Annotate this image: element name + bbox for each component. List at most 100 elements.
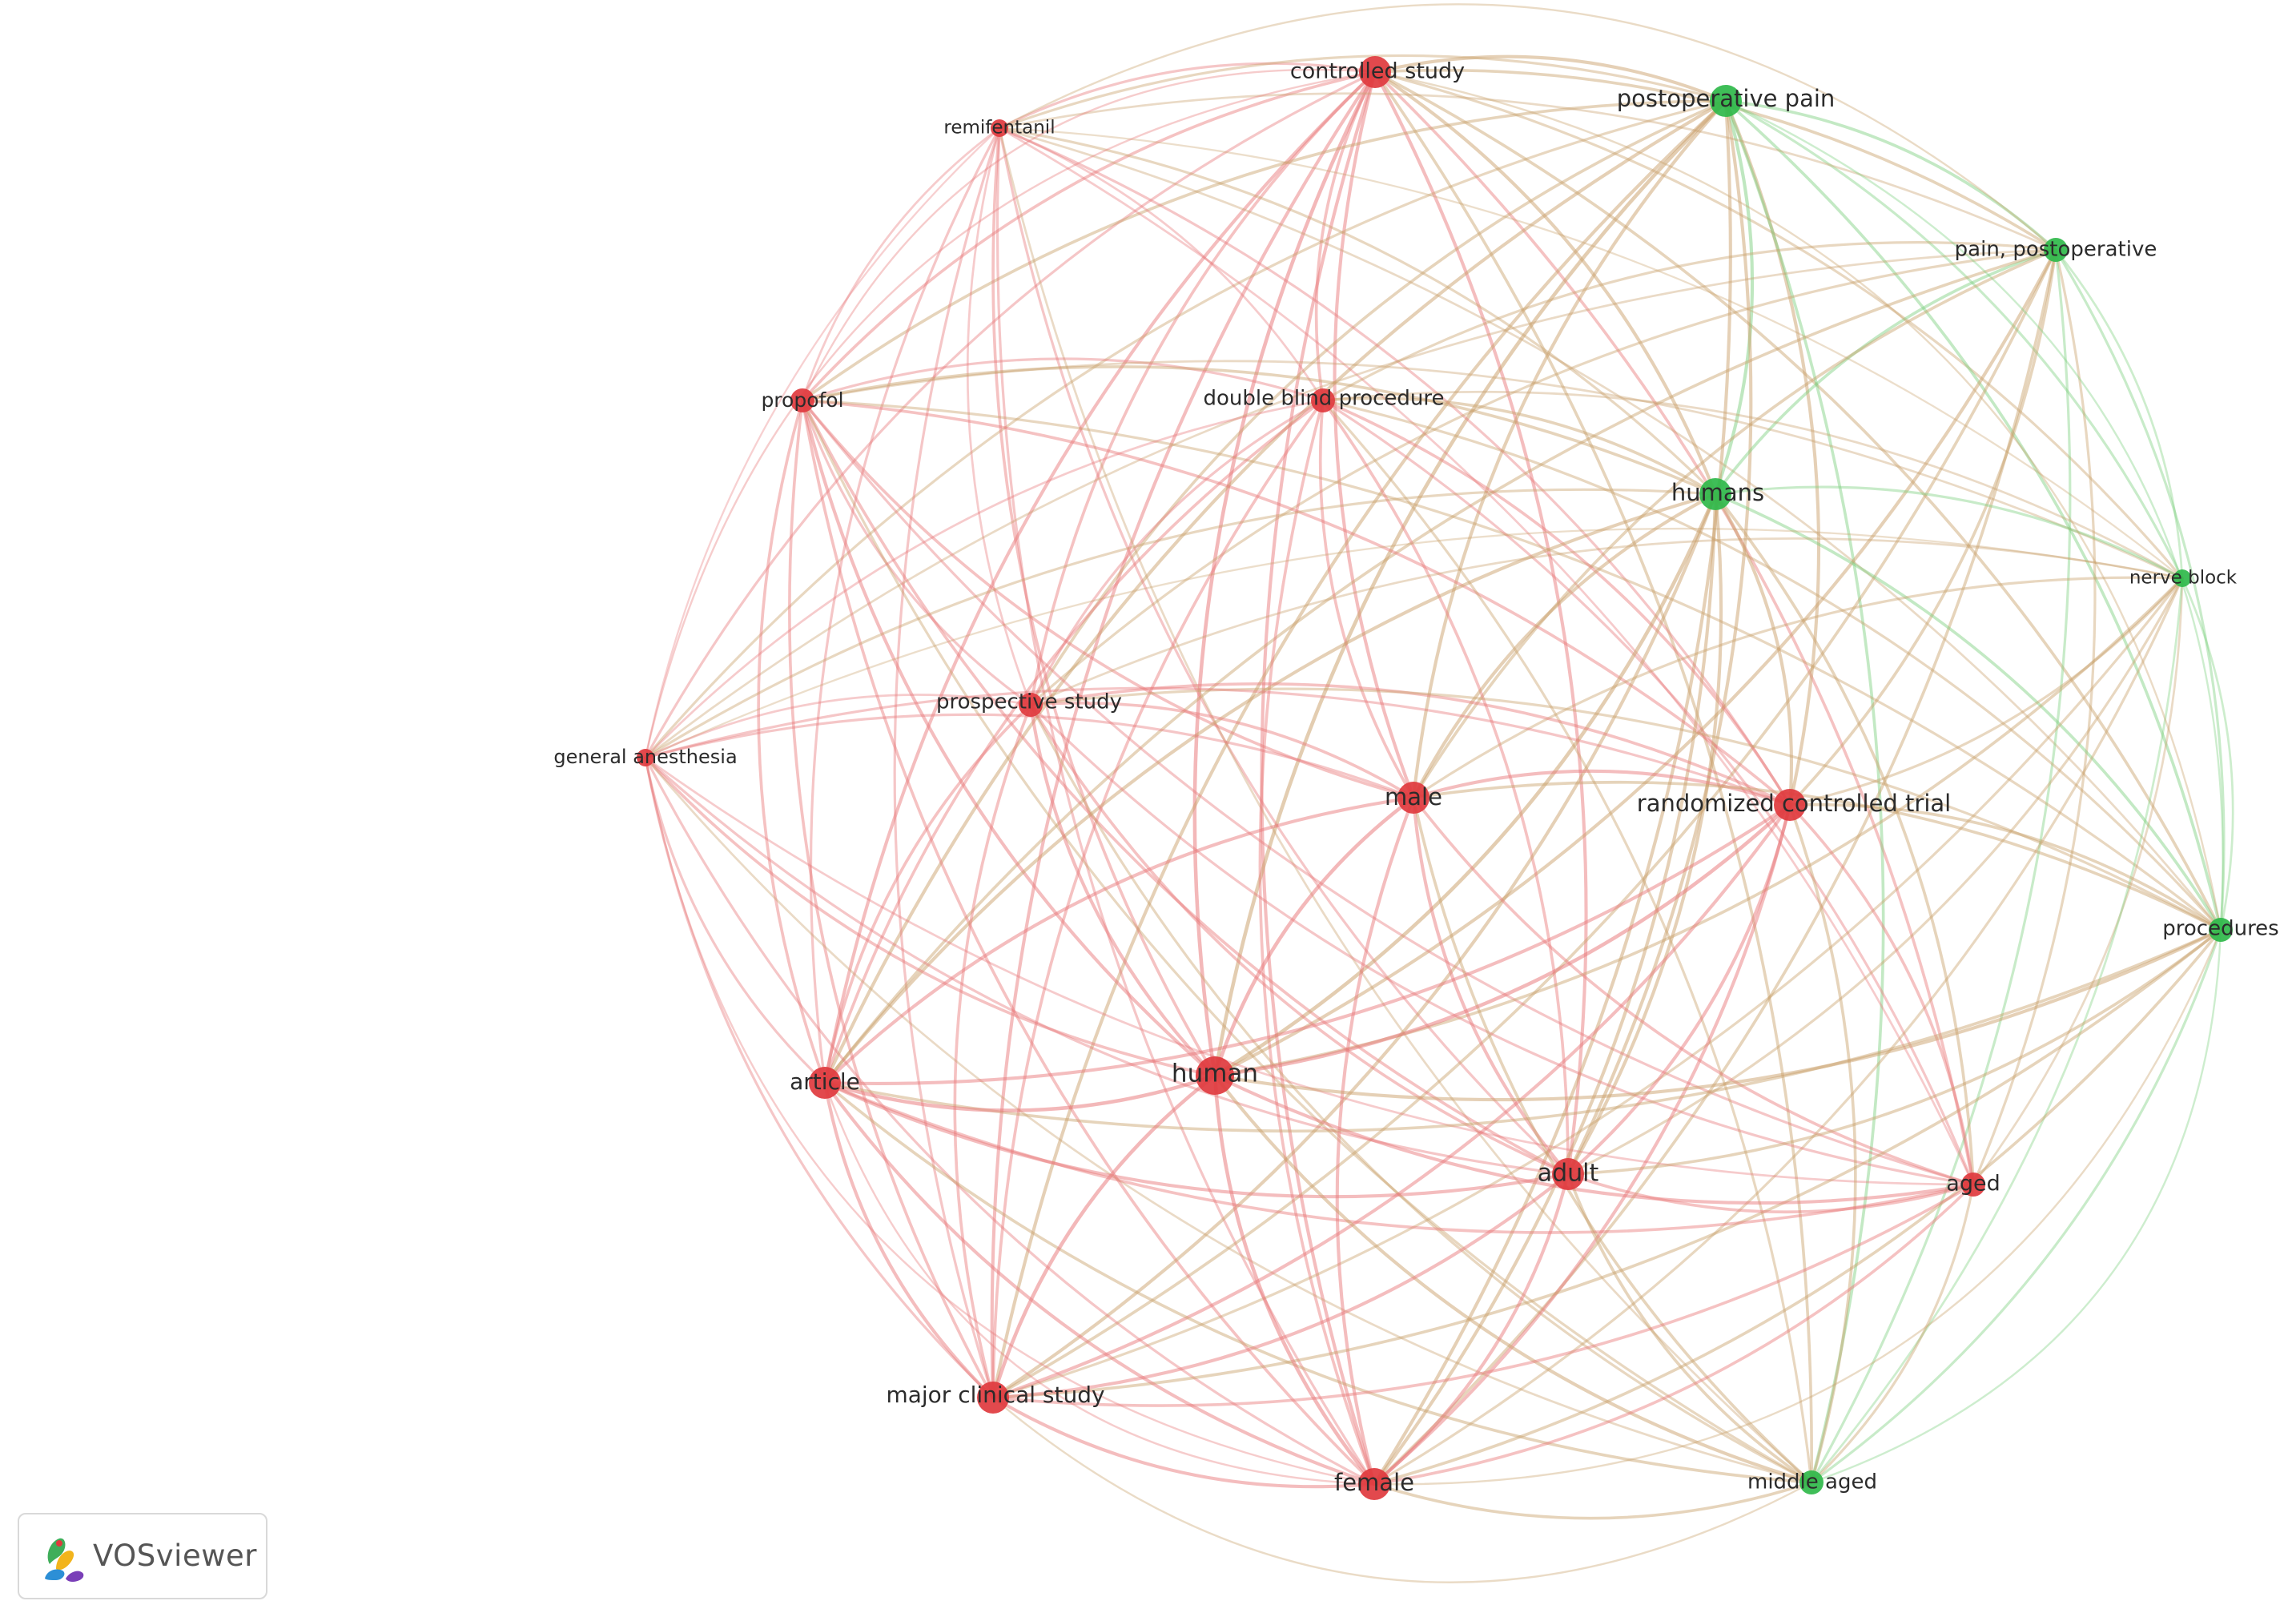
network-edge xyxy=(1566,928,2222,1176)
node-label-randomized-controlled-trial[interactable]: randomized controlled trial xyxy=(1637,790,1951,817)
network-edge-outer xyxy=(992,1397,1812,1583)
node-label-humans[interactable]: humans xyxy=(1671,479,1764,506)
network-edge xyxy=(998,127,1975,1186)
node-double-blind-procedure[interactable] xyxy=(1311,388,1335,412)
node-article[interactable] xyxy=(809,1067,841,1099)
node-label-propofol[interactable]: propofol xyxy=(761,388,843,412)
network-edge xyxy=(2054,248,2226,931)
network-edge xyxy=(2181,577,2234,931)
network-edge xyxy=(801,399,1570,1176)
network-edge xyxy=(1373,1183,1975,1486)
node-postoperative-pain[interactable] xyxy=(1710,85,1742,117)
node-label-controlled-study[interactable]: controlled study xyxy=(1290,59,1465,84)
network-edge xyxy=(1212,99,1728,1078)
network-edge xyxy=(1788,803,1857,1484)
node-middle-aged[interactable] xyxy=(1799,1470,1824,1494)
network-edge xyxy=(801,399,2222,931)
network-labels: controlled study postoperative pain remife… xyxy=(553,59,2278,1497)
network-edge xyxy=(644,756,995,1399)
network-edge xyxy=(1566,577,2184,1176)
node-label-nerve-block[interactable]: nerve block xyxy=(2129,568,2238,589)
network-edge xyxy=(1212,795,1416,1078)
network-edge xyxy=(1972,248,2097,1186)
network-edge xyxy=(998,92,2057,251)
network-edge xyxy=(1788,248,2057,806)
node-label-general-anesthesia[interactable]: general anesthesia xyxy=(553,746,737,768)
network-edge xyxy=(1724,99,2222,931)
network-edge xyxy=(801,399,1975,1186)
node-label-article[interactable]: article xyxy=(790,1068,860,1095)
network-edge xyxy=(1810,577,2184,1484)
network-edge xyxy=(1373,70,1718,497)
network-edge xyxy=(1411,769,1792,807)
network-edge xyxy=(822,99,1728,1085)
node-label-female[interactable]: female xyxy=(1334,1469,1414,1496)
node-label-aged[interactable]: aged xyxy=(1946,1172,2000,1197)
network-edge xyxy=(991,1172,1570,1400)
network-edge xyxy=(1788,802,2222,931)
network-edge xyxy=(991,1395,1377,1489)
network-edge xyxy=(1029,682,1791,806)
network-edge xyxy=(1029,99,1727,706)
network-edge xyxy=(644,399,1325,759)
node-propofol[interactable] xyxy=(790,388,814,412)
network-edge xyxy=(1333,70,1416,800)
node-general-anesthesia[interactable] xyxy=(637,749,654,766)
network-edge xyxy=(1212,247,2058,1078)
node-prospective-study[interactable] xyxy=(1019,693,1043,717)
node-controlled-study[interactable] xyxy=(1359,56,1391,88)
node-human[interactable] xyxy=(1196,1056,1234,1095)
network-edge xyxy=(2054,248,2184,580)
network-edge xyxy=(1321,399,1570,1176)
network-edge xyxy=(998,127,2184,580)
node-label-adult[interactable]: adult xyxy=(1538,1160,1599,1188)
network-edge xyxy=(991,399,1325,1399)
network-edge xyxy=(991,492,1718,1400)
network-edge xyxy=(991,577,2184,1399)
node-label-male[interactable]: male xyxy=(1385,783,1442,811)
node-remifentanil[interactable] xyxy=(991,119,1008,137)
network-edge xyxy=(801,399,1813,1484)
network-edge xyxy=(953,703,1032,1399)
network-edge xyxy=(1029,248,2057,706)
node-label-human[interactable]: human xyxy=(1172,1060,1258,1088)
network-edge xyxy=(801,399,1032,706)
node-humans[interactable] xyxy=(1699,478,1731,510)
network-edge-outer xyxy=(1725,99,2224,931)
network-edge xyxy=(788,399,995,1399)
vosviewer-icon xyxy=(45,1538,84,1582)
node-randomized-controlled-trial[interactable] xyxy=(1774,789,1806,821)
network-edge xyxy=(1212,1073,1814,1485)
network-edge xyxy=(1412,796,1975,1186)
network-edge xyxy=(823,1081,1813,1484)
node-label-pain-postoperative[interactable]: pain, postoperative xyxy=(1955,238,2157,262)
node-adult[interactable] xyxy=(1552,1158,1584,1190)
node-label-major-clinical-study[interactable]: major clinical study xyxy=(886,1382,1104,1408)
network-edge xyxy=(1372,1172,1570,1486)
node-major-clinical-study[interactable] xyxy=(977,1382,1009,1414)
network-edge-outer xyxy=(644,70,1376,758)
node-label-double-blind-procedure[interactable]: double blind procedure xyxy=(1204,387,1445,411)
node-label-procedures[interactable]: procedures xyxy=(2162,917,2278,941)
node-label-middle-aged[interactable]: middle aged xyxy=(1747,1470,1877,1494)
node-pain-postoperative[interactable] xyxy=(2044,238,2068,262)
node-label-postoperative-pain[interactable]: postoperative pain xyxy=(1617,85,1836,112)
network-edge xyxy=(1714,493,2222,931)
network-edge-outer xyxy=(1811,929,2222,1484)
node-procedures[interactable] xyxy=(2209,918,2233,942)
node-aged[interactable] xyxy=(1961,1173,1985,1197)
network-edge xyxy=(644,248,2057,759)
network-edge xyxy=(1029,701,1415,799)
node-label-remifentanil[interactable]: remifentanil xyxy=(943,118,1055,139)
node-female[interactable] xyxy=(1358,1468,1390,1500)
network-edge xyxy=(1028,702,1217,1078)
network-edge xyxy=(644,686,1791,806)
network-edge xyxy=(1566,99,1753,1177)
node-label-prospective-study[interactable]: prospective study xyxy=(936,690,1122,714)
node-male[interactable] xyxy=(1397,782,1429,814)
node-nerve-block[interactable] xyxy=(2173,569,2191,587)
network-edge xyxy=(1029,70,1377,706)
network-edge xyxy=(1566,1173,1813,1484)
